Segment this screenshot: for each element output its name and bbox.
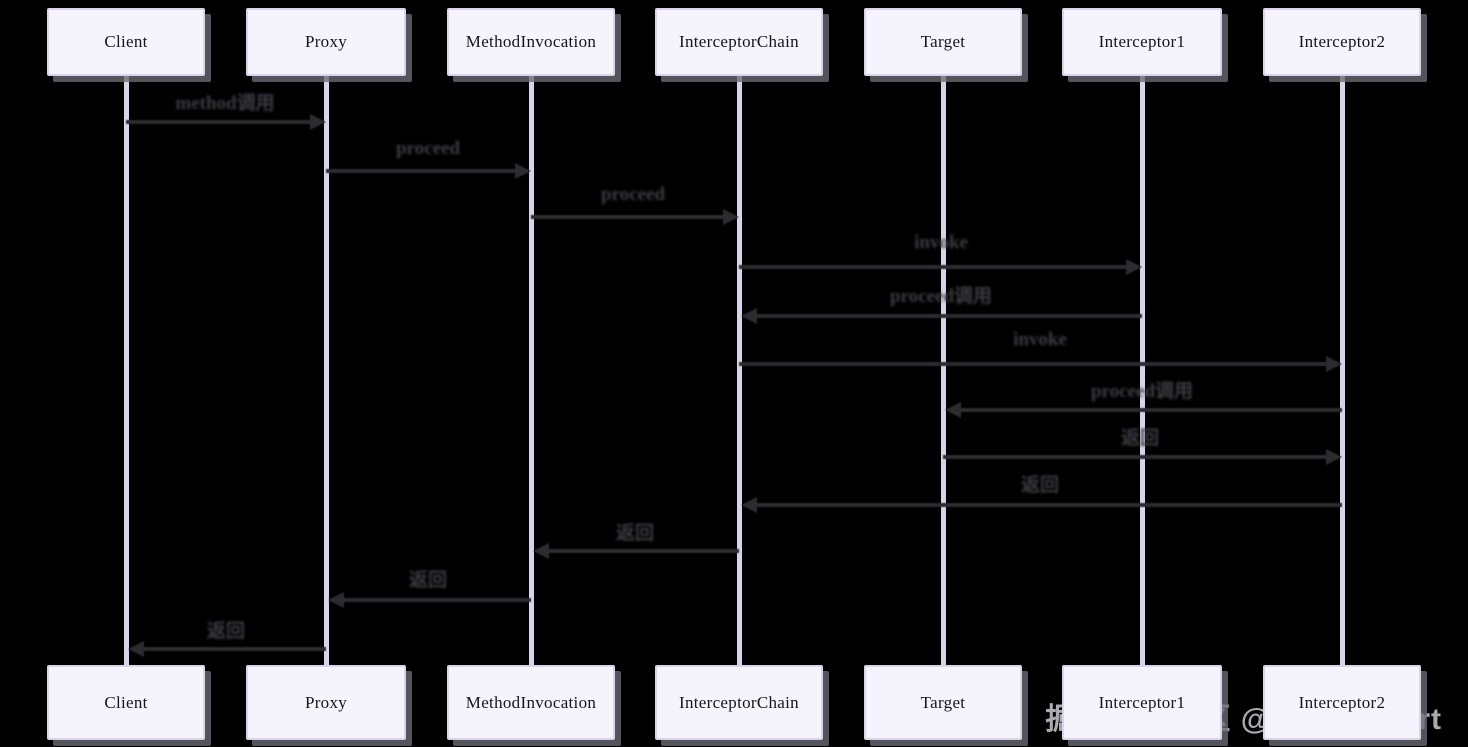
participant-label: MethodInvocation: [465, 32, 597, 51]
message-label-7: proceed调用: [1090, 381, 1194, 402]
participant-interceptor1-bottom-box: Interceptor1: [1062, 665, 1222, 740]
message-line-5: [749, 314, 1142, 318]
participant-label: Proxy: [304, 692, 348, 712]
participant-label: Client: [104, 692, 148, 712]
lifeline-interceptor2: [1339, 76, 1345, 665]
participant-target-top-box: Target: [864, 8, 1022, 76]
participant-interceptorchain-bottom-box: InterceptorChain: [655, 665, 823, 740]
message-line-11: [336, 598, 531, 602]
participant-label: Target: [920, 692, 966, 712]
participant-methodinvocation-bottom-box: MethodInvocation: [447, 665, 615, 740]
participant-label: Target: [920, 32, 966, 51]
participant-label: Interceptor1: [1098, 32, 1186, 51]
participant-label: Proxy: [304, 32, 348, 51]
message-arrowhead-10: [533, 543, 549, 559]
participant-label: Client: [104, 32, 148, 51]
participant-interceptor1-top-box: Interceptor1: [1062, 8, 1222, 76]
message-arrowhead-11: [328, 592, 344, 608]
message-line-10: [541, 549, 739, 553]
participant-label: InterceptorChain: [679, 32, 799, 51]
participant-proxy-top-box: Proxy: [246, 8, 406, 76]
message-label-4: invoke: [914, 232, 968, 253]
message-label-6: invoke: [1013, 329, 1067, 350]
message-line-4: [739, 265, 1132, 269]
lifeline-proxy: [323, 76, 329, 665]
participant-interceptor2-bottom-box: Interceptor2: [1263, 665, 1421, 740]
message-line-2: [326, 169, 521, 173]
message-label-10: 返回: [615, 523, 655, 544]
message-arrowhead-2: [515, 163, 531, 179]
message-line-3: [531, 215, 729, 219]
message-line-1: [126, 120, 316, 124]
message-label-3: proceed: [600, 184, 666, 205]
participant-interceptor2-top-box: Interceptor2: [1263, 8, 1421, 76]
participant-client-top-box: Client: [47, 8, 205, 76]
lifeline-methodinvocation: [528, 76, 534, 665]
participant-proxy-bottom-box: Proxy: [246, 665, 406, 740]
message-arrowhead-1: [310, 114, 326, 130]
participant-target-bottom-box: Target: [864, 665, 1022, 740]
participant-interceptorchain-top-box: InterceptorChain: [655, 8, 823, 76]
participant-label: InterceptorChain: [679, 692, 799, 712]
lifeline-target: [940, 76, 946, 665]
lifeline-interceptor1: [1139, 76, 1145, 665]
message-arrowhead-5: [741, 308, 757, 324]
message-line-8: [943, 455, 1332, 459]
message-label-2: proceed: [395, 138, 461, 159]
participant-label: Interceptor1: [1098, 692, 1186, 712]
lifeline-interceptorchain: [736, 76, 742, 665]
participant-label: Interceptor2: [1298, 32, 1386, 51]
message-arrowhead-9: [741, 497, 757, 513]
lifeline-client: [123, 76, 129, 665]
message-label-1: method调用: [175, 93, 275, 114]
message-label-8: 返回: [1120, 428, 1160, 449]
participant-client-bottom-box: Client: [47, 665, 205, 740]
message-label-9: 返回: [1020, 475, 1060, 496]
message-label-12: 返回: [206, 621, 246, 642]
participant-methodinvocation-top-box: MethodInvocation: [447, 8, 615, 76]
message-arrowhead-8: [1326, 449, 1342, 465]
message-label-11: 返回: [408, 570, 448, 591]
message-arrowhead-7: [945, 402, 961, 418]
participant-label: MethodInvocation: [465, 692, 597, 712]
message-label-5: proceed调用: [889, 286, 993, 307]
message-arrowhead-6: [1326, 356, 1342, 372]
message-line-9: [749, 503, 1342, 507]
message-arrowhead-3: [723, 209, 739, 225]
message-arrowhead-4: [1126, 259, 1142, 275]
message-arrowhead-12: [128, 641, 144, 657]
message-line-6: [739, 362, 1332, 366]
participant-label: Interceptor2: [1298, 692, 1386, 712]
message-line-7: [953, 408, 1342, 412]
message-line-12: [136, 647, 326, 651]
